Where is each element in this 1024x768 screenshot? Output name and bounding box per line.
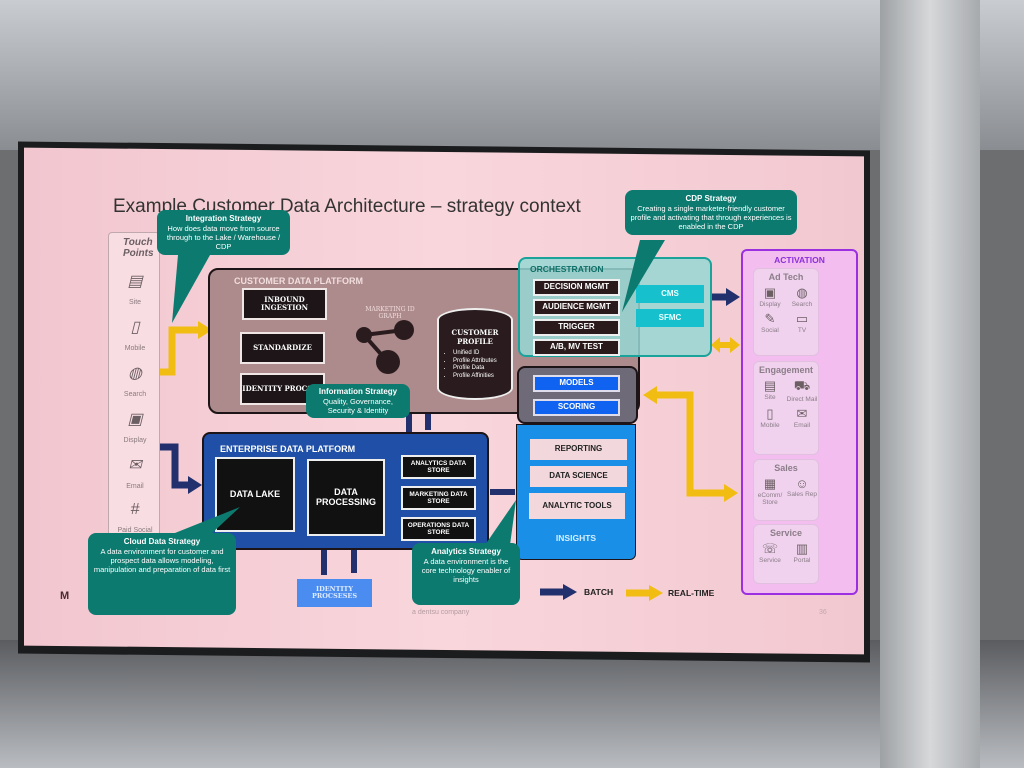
realtime-arrowhead xyxy=(711,337,720,353)
data-lake: DATA LAKE xyxy=(215,457,295,532)
data-processing: DATA PROCESSING xyxy=(307,459,385,536)
touch-points-title: Touch Points xyxy=(123,237,154,259)
callout-pointer xyxy=(172,255,210,323)
cdp-step-inbound-ingestion: INBOUND INGESTION xyxy=(242,288,327,320)
orch-audience-mgmt: AUDIENCE MGMT xyxy=(533,299,620,316)
orch-trigger: TRIGGER xyxy=(533,319,620,336)
profile-items: Unified IDProfile AttributesProfile Data… xyxy=(439,350,511,380)
globe-icon: ◍ xyxy=(796,285,808,300)
section-title: Engagement xyxy=(758,365,813,375)
id-graph-icon xyxy=(356,320,414,374)
batch-arrowhead xyxy=(188,476,202,494)
cdp-title: CUSTOMER DATA PLATFORM xyxy=(234,276,363,286)
activation-engagement: Engagement ▤Site⛟Direct Mail▯Mobile✉Emai… xyxy=(753,361,819,455)
portal-icon: ▥ xyxy=(795,541,809,556)
display-icon: ▣ xyxy=(763,285,777,300)
email-icon: ✉ xyxy=(128,457,142,474)
realtime-arrow-touchpoints-cdp xyxy=(152,326,200,376)
id-graph-label: MARKETING ID GRAPH xyxy=(365,306,415,320)
mobile-icon: ▯ xyxy=(766,406,774,421)
site-icon: ▤ xyxy=(763,378,777,393)
section-title: Sales xyxy=(774,463,798,473)
brand-logo: M xyxy=(60,590,70,602)
orch-decision-mgmt: DECISION MGMT xyxy=(533,279,620,296)
channel-cms: CMS xyxy=(636,285,704,303)
activation-title: ACTIVATION xyxy=(774,255,825,265)
agent-icon: ☏ xyxy=(761,541,779,556)
ceiling-background xyxy=(0,0,1024,150)
identity-processes: IDENTITY PROCSESES xyxy=(297,579,372,607)
realtime-arrowhead xyxy=(643,386,657,404)
activation-panel: ACTIVATION Ad Tech ▣Display◍Search✎Socia… xyxy=(741,249,858,595)
email-icon: ✉ xyxy=(796,406,808,421)
display-icon: ▣ xyxy=(127,411,143,428)
legend-batch-arrowhead xyxy=(563,584,577,600)
profile-item: Unified ID xyxy=(453,350,511,358)
callout-pointer xyxy=(485,500,516,545)
store-icon: ▦ xyxy=(763,476,777,491)
customer-profile-cylinder: CUSTOMER PROFILE Unified IDProfile Attri… xyxy=(437,308,513,400)
tv-icon: ▭ xyxy=(795,311,809,326)
orchestration-title: ORCHESTRATION xyxy=(530,264,604,274)
legend-realtime-arrowhead xyxy=(649,585,663,601)
legend-realtime-label: REAL-TIME xyxy=(668,588,715,598)
marketing-data-store: MARKETING DATA STORE xyxy=(401,486,476,510)
callout-pointer xyxy=(622,240,665,312)
realtime-arrowhead xyxy=(724,484,738,502)
globe-icon: ◍ xyxy=(128,365,142,382)
realtime-arrow-activation-models xyxy=(655,391,725,497)
touchpoint-email: ✉Email xyxy=(109,455,161,493)
operations-data-store: OPERATIONS DATA STORE xyxy=(401,517,476,541)
realtime-arrowhead xyxy=(730,337,740,353)
insights-data-science: DATA SCIENCE xyxy=(530,466,627,487)
social-icon: # xyxy=(130,501,140,518)
profile-item: Profile Attributes xyxy=(453,358,511,366)
insights-title: INSIGHTS xyxy=(555,533,597,543)
section-title: Service xyxy=(769,528,803,538)
people-icon: ☺ xyxy=(795,476,809,491)
scoring-box: SCORING xyxy=(533,399,620,416)
insights-analytic-tools: ANALYTIC TOOLS xyxy=(529,493,625,519)
mobile-icon: ▯ xyxy=(130,319,140,336)
channel-sfmc: SFMC xyxy=(636,309,704,327)
edp-title: ENTERPRISE DATA PLATFORM xyxy=(220,444,356,454)
footer-company: a dentsu company xyxy=(412,609,470,616)
touchpoint-display: ▣Display xyxy=(109,409,161,447)
social-icon: ✎ xyxy=(764,311,776,326)
pillar xyxy=(880,0,980,768)
truck-icon: ⛟ xyxy=(793,378,811,393)
touchpoint-mobile: ▯Mobile xyxy=(109,317,161,355)
insights-reporting: REPORTING xyxy=(530,439,627,460)
realtime-arrowhead xyxy=(198,321,212,339)
page-number: 36 xyxy=(819,609,827,616)
models-box: MODELS xyxy=(533,375,620,392)
batch-arrow-touchpoints-edp xyxy=(148,443,190,489)
cdp-step-standardize: STANDARDIZE xyxy=(240,332,325,364)
legend-batch-label: BATCH xyxy=(584,587,614,597)
customer-profile-title: CUSTOMER PROFILE xyxy=(451,328,499,346)
section-title: Ad Tech xyxy=(768,272,804,282)
touchpoint-search: ◍Search xyxy=(109,363,161,401)
profile-item: Profile Affinities xyxy=(453,373,511,381)
activation-sales: Sales ▦eComm/ Store☺Sales Rep xyxy=(753,459,819,521)
touchpoint-paid-social: #Paid Social xyxy=(109,501,161,537)
analytics-data-store: ANALYTICS DATA STORE xyxy=(401,455,476,479)
orch-ab-test: A/B, MV TEST xyxy=(533,339,620,356)
profile-item: Profile Data xyxy=(453,365,511,373)
activation-ad-tech: Ad Tech ▣Display◍Search✎Social▭TV xyxy=(753,268,819,356)
callout-pointer xyxy=(170,507,240,535)
batch-arrowhead xyxy=(726,288,740,306)
activation-service: Service ☏Service▥Portal xyxy=(753,524,819,584)
site-icon: ▤ xyxy=(127,273,143,290)
touchpoint-site: ▤Site xyxy=(109,271,161,309)
